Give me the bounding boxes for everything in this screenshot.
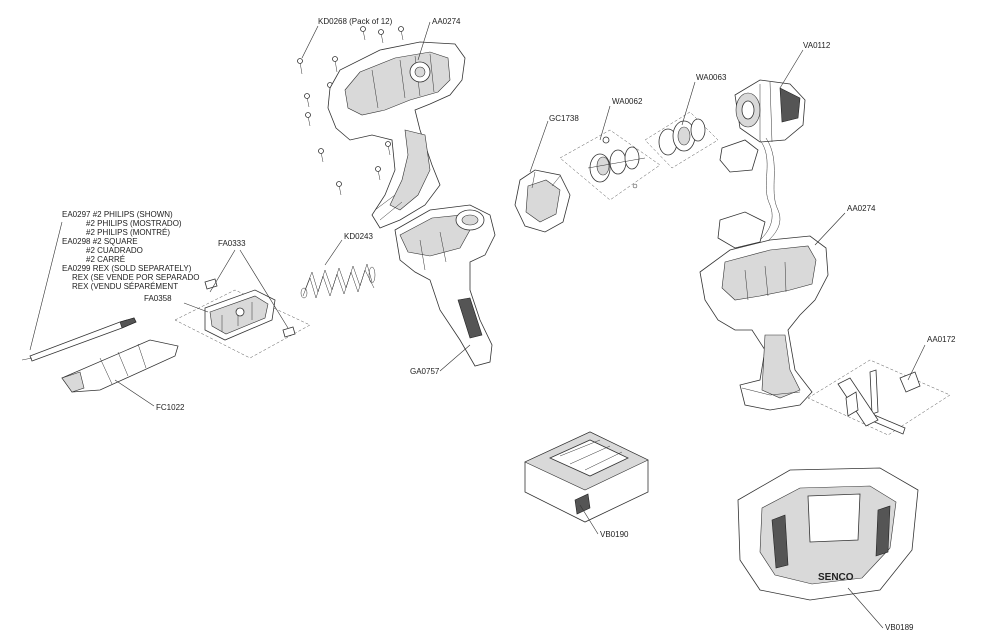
label-fc1022: FC1022 — [156, 403, 185, 412]
label-va0112: VA0112 — [803, 41, 831, 50]
label-ea-line-8: REX (SE VENDE POR SEPARADO — [72, 273, 199, 282]
label-ga0757: GA0757 — [410, 367, 440, 376]
label-fa0333: FA0333 — [218, 239, 246, 248]
label-ea-line-4: EA0298 #2 SQUARE — [62, 237, 138, 246]
label-ea-line-2: #2 PHILIPS (MOSTRADO) — [86, 219, 182, 228]
part-labels: KD0268 (Pack of 12) AA0274 VA0112 WA0063… — [62, 17, 956, 632]
ring-gear-wa0063 — [644, 111, 719, 169]
label-ea-line-1: EA0297 #2 PHILIPS (SHOWN) — [62, 210, 173, 219]
leader-lines — [29, 21, 926, 629]
label-aa0274-right: AA0274 — [847, 204, 876, 213]
label-ea-line-6: #2 CARRÉ — [86, 255, 125, 264]
label-ea-line-9: REX (VENDU SÉPARÉMENT — [72, 282, 178, 291]
battery-vb0190 — [524, 431, 649, 523]
nose-housing-ga0757 — [394, 204, 496, 367]
brand-logo: SENCO — [818, 572, 854, 583]
driver-bit-ea0297 — [21, 317, 137, 362]
hex-keys-aa0172 — [807, 359, 951, 436]
screws-kd0268 — [297, 26, 404, 196]
charger-vb0189: SENCO — [737, 467, 919, 601]
label-ea-line-7: EA0299 REX (SOLD SEPARATELY) — [62, 264, 192, 273]
pins-fa0333 — [204, 278, 296, 338]
label-vb0190: VB0190 — [600, 530, 629, 539]
label-aa0274-top: AA0274 — [432, 17, 461, 26]
label-fa0358: FA0358 — [144, 294, 172, 303]
collar-gc1738 — [514, 169, 571, 233]
label-vb0189: VB0189 — [885, 623, 914, 632]
label-wa0062: WA0062 — [612, 97, 643, 106]
housing-half-right — [699, 235, 829, 411]
housing-half-top — [327, 41, 466, 229]
label-ea-line-5: #2 CUADRADO — [86, 246, 143, 255]
label-gc1738: GC1738 — [549, 114, 579, 123]
gear-set-wa0062 — [559, 129, 661, 201]
label-ea-line-3: #2 PHILIPS (MONTRÉ) — [86, 228, 170, 237]
label-kd0243: KD0243 — [344, 232, 373, 241]
magazine-fa0358 — [174, 289, 311, 359]
motor-va0112 — [717, 79, 806, 251]
label-aa0172: AA0172 — [927, 335, 956, 344]
label-wa0063: WA0063 — [696, 73, 727, 82]
spring-kd0243 — [300, 263, 376, 299]
label-kd0268: KD0268 (Pack of 12) — [318, 17, 393, 26]
depth-nose-fc1022 — [61, 339, 179, 393]
